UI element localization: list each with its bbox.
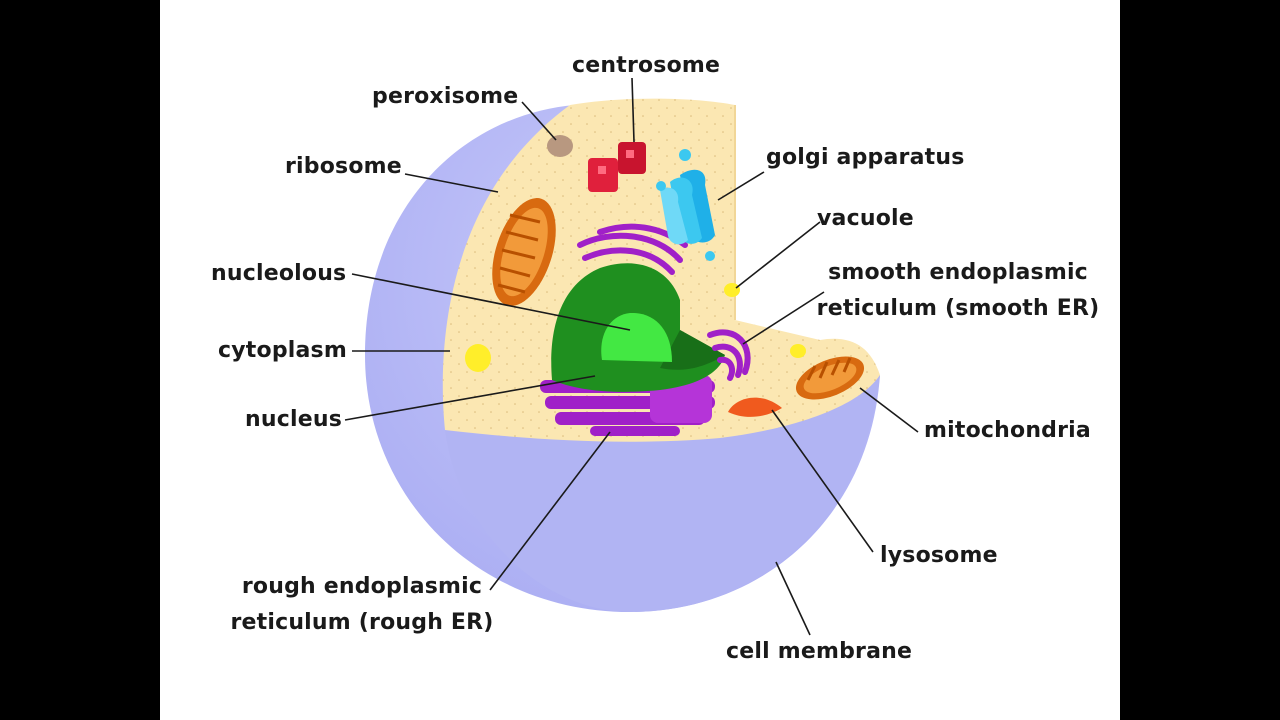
leader-mitochondria: [859, 387, 919, 433]
mitochondrion-upper: [492, 198, 556, 306]
leader-smooth-er: [742, 291, 825, 345]
label-smooth-er: smooth endoplasmic reticulum (smooth ER): [816, 255, 1100, 327]
label-nucleus: nucleus: [245, 407, 342, 432]
peroxisome-shape: [547, 135, 573, 157]
label-smooth-er-line2: reticulum (smooth ER): [816, 296, 1100, 321]
label-golgi-apparatus: golgi apparatus: [766, 145, 965, 170]
label-vacuole: vacuole: [817, 206, 914, 231]
leader-vacuole: [735, 221, 821, 289]
leader-nucleus: [344, 375, 596, 421]
leader-centrosome: [631, 77, 635, 143]
golgi-shape: [656, 149, 715, 261]
leader-golgi: [717, 171, 765, 201]
nucleus-cut-face: [660, 330, 725, 370]
label-rough-er-line2: reticulum (rough ER): [230, 610, 494, 635]
leader-cell-membrane: [775, 561, 811, 636]
diagram-canvas: centrosome peroxisome ribosome golgi app…: [160, 0, 1120, 720]
leader-lysosome: [771, 409, 874, 553]
label-smooth-er-line1: smooth endoplasmic: [828, 260, 1088, 285]
label-lysosome: lysosome: [880, 543, 998, 568]
mitochondrion-lower: [795, 356, 865, 400]
label-rough-er: rough endoplasmic reticulum (rough ER): [222, 569, 502, 641]
cell-membrane-lower: [445, 375, 880, 612]
label-peroxisome: peroxisome: [372, 84, 519, 109]
vacuole-shape-2: [465, 344, 491, 372]
lysosome-shape: [728, 397, 782, 417]
label-cell-membrane: cell membrane: [726, 639, 913, 664]
leader-rough-er: [489, 431, 611, 591]
leader-lines: [344, 77, 919, 636]
cell-diagram: [344, 77, 919, 636]
label-ribosome: ribosome: [285, 154, 402, 179]
vacuole-shape: [724, 283, 740, 297]
centrosome-shape: [588, 142, 646, 192]
leader-nucleolous: [351, 273, 631, 331]
nucleolus-shape: [601, 312, 672, 362]
label-mitochondria: mitochondria: [924, 418, 1091, 443]
label-nucleolous: nucleolous: [211, 261, 347, 286]
label-centrosome: centrosome: [572, 53, 721, 78]
leader-ribosome: [404, 173, 499, 193]
label-cytoplasm: cytoplasm: [218, 338, 347, 363]
vacuole-shape-3: [790, 344, 806, 358]
leader-peroxisome: [521, 101, 557, 141]
label-rough-er-line1: rough endoplasmic: [241, 574, 483, 599]
